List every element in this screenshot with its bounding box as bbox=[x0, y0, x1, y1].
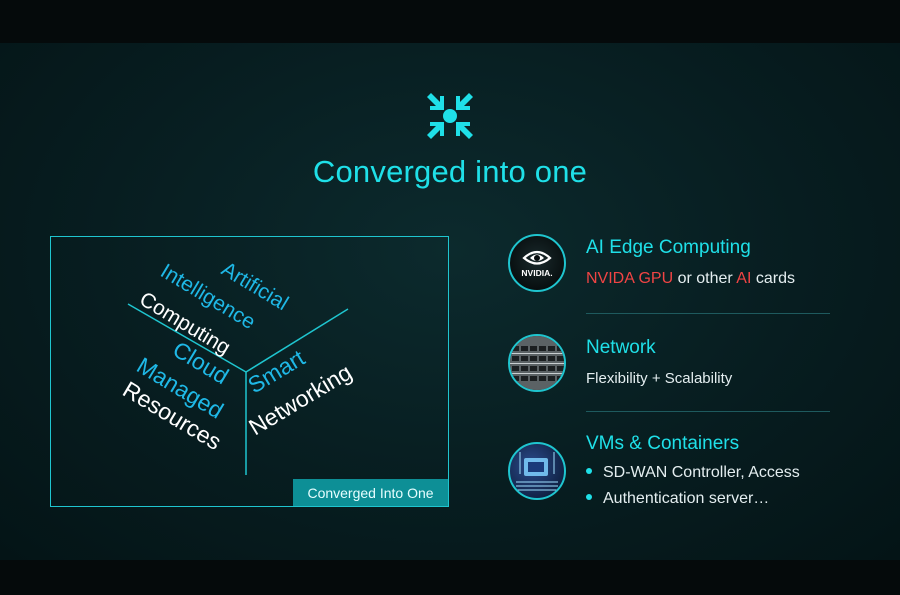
top-band bbox=[0, 0, 900, 43]
nvidia-eye-icon: NVIDIA. bbox=[521, 250, 553, 278]
bullet-icon bbox=[586, 467, 592, 474]
cube-frame: Artificial Intelligence Computing Cloud … bbox=[50, 236, 449, 507]
chip-icon bbox=[516, 452, 558, 491]
cube-badge: Converged Into One bbox=[293, 479, 448, 506]
bullet-icon bbox=[586, 493, 592, 500]
nvidia-logo-icon: NVIDIA. bbox=[508, 234, 566, 292]
main-panel bbox=[0, 43, 900, 560]
feature-desc-ai-edge: NVIDA GPU or other AI cards bbox=[586, 270, 795, 287]
list-item: SD-WAN Controller, Access bbox=[586, 464, 800, 482]
feature-desc-network: Flexibility + Scalability bbox=[586, 370, 733, 387]
svg-text:NVIDIA.: NVIDIA. bbox=[521, 268, 552, 278]
page-title: Converged into one bbox=[312, 154, 588, 189]
feature-divider bbox=[586, 411, 830, 412]
feature-title-vms: VMs & Containers bbox=[586, 433, 740, 454]
feature-divider bbox=[586, 313, 830, 314]
feature-network: Network Flexibility + Scalability bbox=[508, 334, 838, 394]
feature-title-network: Network bbox=[586, 337, 656, 358]
cube-edge-left bbox=[127, 303, 247, 373]
list-item: Authentication server… bbox=[586, 490, 769, 508]
switch-ports-icon bbox=[510, 336, 564, 390]
converge-arrows-icon bbox=[427, 93, 473, 139]
feature-title-ai-edge: AI Edge Computing bbox=[586, 237, 751, 258]
feature-ai-edge: NVIDIA. AI Edge Computing NVIDA GPU or o… bbox=[508, 234, 838, 294]
network-switch-icon bbox=[508, 334, 566, 392]
cube-graphic: Artificial Intelligence Computing Cloud … bbox=[118, 258, 356, 475]
feature-vms: VMs & Containers SD-WAN Controller, Acce… bbox=[508, 433, 838, 517]
bottom-band bbox=[0, 560, 900, 595]
cube-edge-right bbox=[245, 308, 349, 373]
circuit-board-icon bbox=[508, 442, 566, 500]
